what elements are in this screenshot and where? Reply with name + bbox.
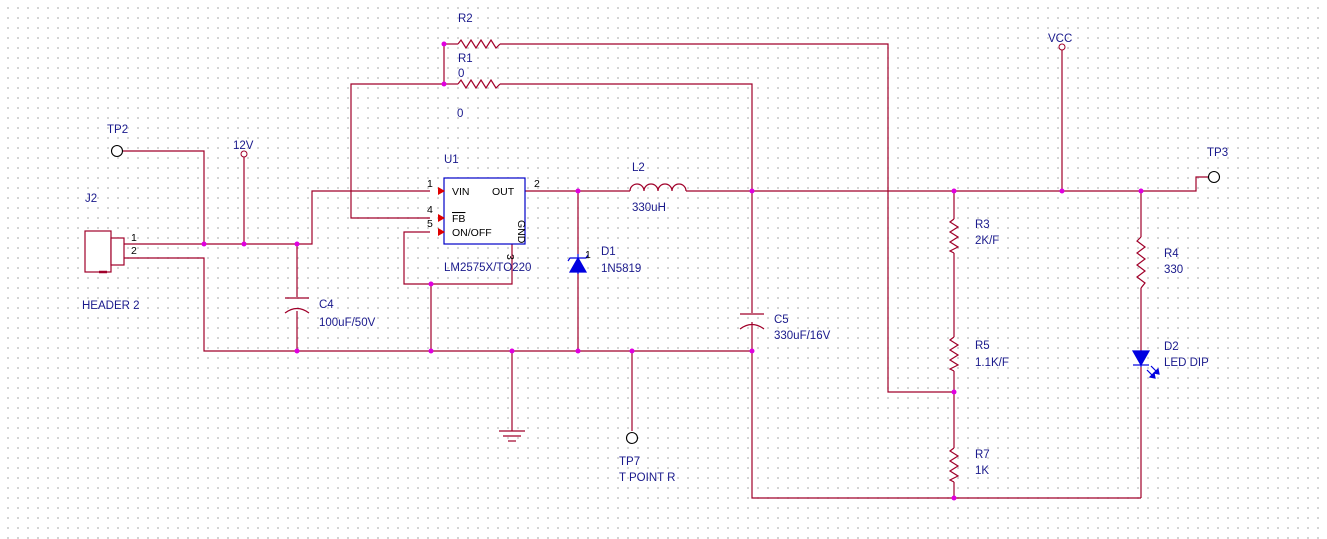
junction-dot [749, 348, 755, 354]
u1-pin5-arrow-icon [438, 228, 445, 236]
u1-pin-gnd-label: GND [515, 220, 527, 244]
j2-ref-label: J2 [85, 193, 97, 205]
d1-ref-label: D1 [601, 246, 616, 258]
u1-pin-vin-label: VIN [452, 186, 470, 198]
junction-dot [951, 188, 957, 194]
junction-dot [951, 389, 957, 395]
r4-resistor[interactable] [1136, 236, 1146, 289]
j2-pin1-number: 1 [131, 232, 137, 244]
u1-pin-onoff-label: ON/OFF [452, 227, 492, 239]
r1-resistor[interactable] [457, 78, 501, 90]
ground-icon [499, 430, 525, 442]
c5-value-label: 330uF/16V [774, 330, 831, 342]
j2-value-label: HEADER 2 [82, 300, 140, 312]
power-port-12v-label: 12V [233, 140, 254, 152]
u1-ref-label: U1 [444, 154, 459, 166]
r1-value-label: 0 [458, 68, 464, 80]
junction-dot [749, 188, 755, 194]
junction-dot [201, 241, 207, 247]
u1-value-label: LM2575X/TO220 [444, 262, 531, 274]
u1-pin2-number: 2 [534, 178, 540, 190]
wires [123, 43, 1208, 499]
r7-ref-label: R7 [975, 449, 990, 461]
d2-led[interactable] [1131, 350, 1160, 379]
junction-dot [1138, 188, 1144, 194]
c5-capacitor[interactable] [739, 313, 765, 330]
r3-value-label: 2K/F [975, 235, 999, 247]
r5-ref-label: R5 [975, 340, 990, 352]
u1-pin4-arrow-icon [438, 214, 445, 222]
c4-ref-label: C4 [319, 299, 334, 311]
power-port-vcc[interactable] [1058, 43, 1066, 51]
l2-inductor[interactable] [629, 183, 687, 192]
r4-value-label: 330 [1164, 264, 1183, 276]
junction-dots [201, 41, 1144, 501]
junction-dot [428, 281, 434, 287]
r3-resistor[interactable] [948, 218, 960, 254]
tp2-ref-label: TP2 [107, 124, 128, 136]
tp7-ref-label: TP7 [619, 456, 640, 468]
tp2-test-point[interactable] [110, 144, 124, 158]
r3-ref-label: R3 [975, 219, 990, 231]
tp3-test-point[interactable] [1207, 170, 1221, 184]
junction-dot [1059, 188, 1065, 194]
r7-resistor[interactable] [948, 447, 960, 483]
r4-ref-label: R4 [1164, 248, 1179, 260]
junction-dot [241, 241, 247, 247]
c4-capacitor[interactable] [284, 297, 310, 314]
junction-dot [294, 241, 300, 247]
junction-dot [294, 348, 300, 354]
junction-dot [441, 41, 447, 47]
d2-value-label: LED DIP [1164, 357, 1209, 369]
d2-ref-label: D2 [1164, 341, 1179, 353]
r2-value-label: 0 [457, 108, 463, 120]
r5-value-label: 1.1K/F [975, 357, 1009, 369]
u1-pin5-number: 5 [427, 218, 433, 230]
r2-ref-label: R2 [458, 13, 473, 25]
tp7-value-label: T POINT R [619, 472, 675, 484]
d1-schottky-diode[interactable] [567, 254, 589, 274]
d1-pin-number: 1 [585, 249, 591, 261]
l2-ref-label: L2 [632, 162, 645, 174]
u1-regulator-ic[interactable] [443, 177, 526, 245]
u1-pin-out-label: OUT [492, 186, 515, 198]
tp7-test-point[interactable] [625, 431, 639, 445]
power-port-12v[interactable] [240, 150, 248, 158]
r7-value-label: 1K [975, 465, 989, 477]
j2-header-connector[interactable] [84, 230, 125, 274]
junction-dot [428, 348, 434, 354]
r1-ref-label: R1 [458, 53, 473, 65]
junction-dot [951, 495, 957, 501]
u1-pin3-number: 3 [504, 254, 516, 260]
j2-pin2-number: 2 [131, 245, 137, 257]
u1-pin1-arrow-icon [438, 187, 445, 195]
c4-value-label: 100uF/50V [319, 317, 376, 329]
junction-dot [575, 348, 581, 354]
u1-pin4-number: 4 [427, 204, 433, 216]
d1-value-label: 1N5819 [601, 263, 641, 275]
junction-dot [441, 81, 447, 87]
c5-ref-label: C5 [774, 314, 789, 326]
junction-dot [629, 348, 635, 354]
power-port-vcc-label: VCC [1048, 33, 1072, 45]
r2-resistor[interactable] [457, 38, 501, 50]
tp3-ref-label: TP3 [1207, 147, 1228, 159]
r5-resistor[interactable] [948, 336, 960, 372]
l2-value-label: 330uH [632, 202, 666, 214]
u1-pin1-number: 1 [427, 178, 433, 190]
junction-dot [575, 188, 581, 194]
junction-dot [509, 348, 515, 354]
u1-pin-fb-label: FB [452, 213, 465, 225]
